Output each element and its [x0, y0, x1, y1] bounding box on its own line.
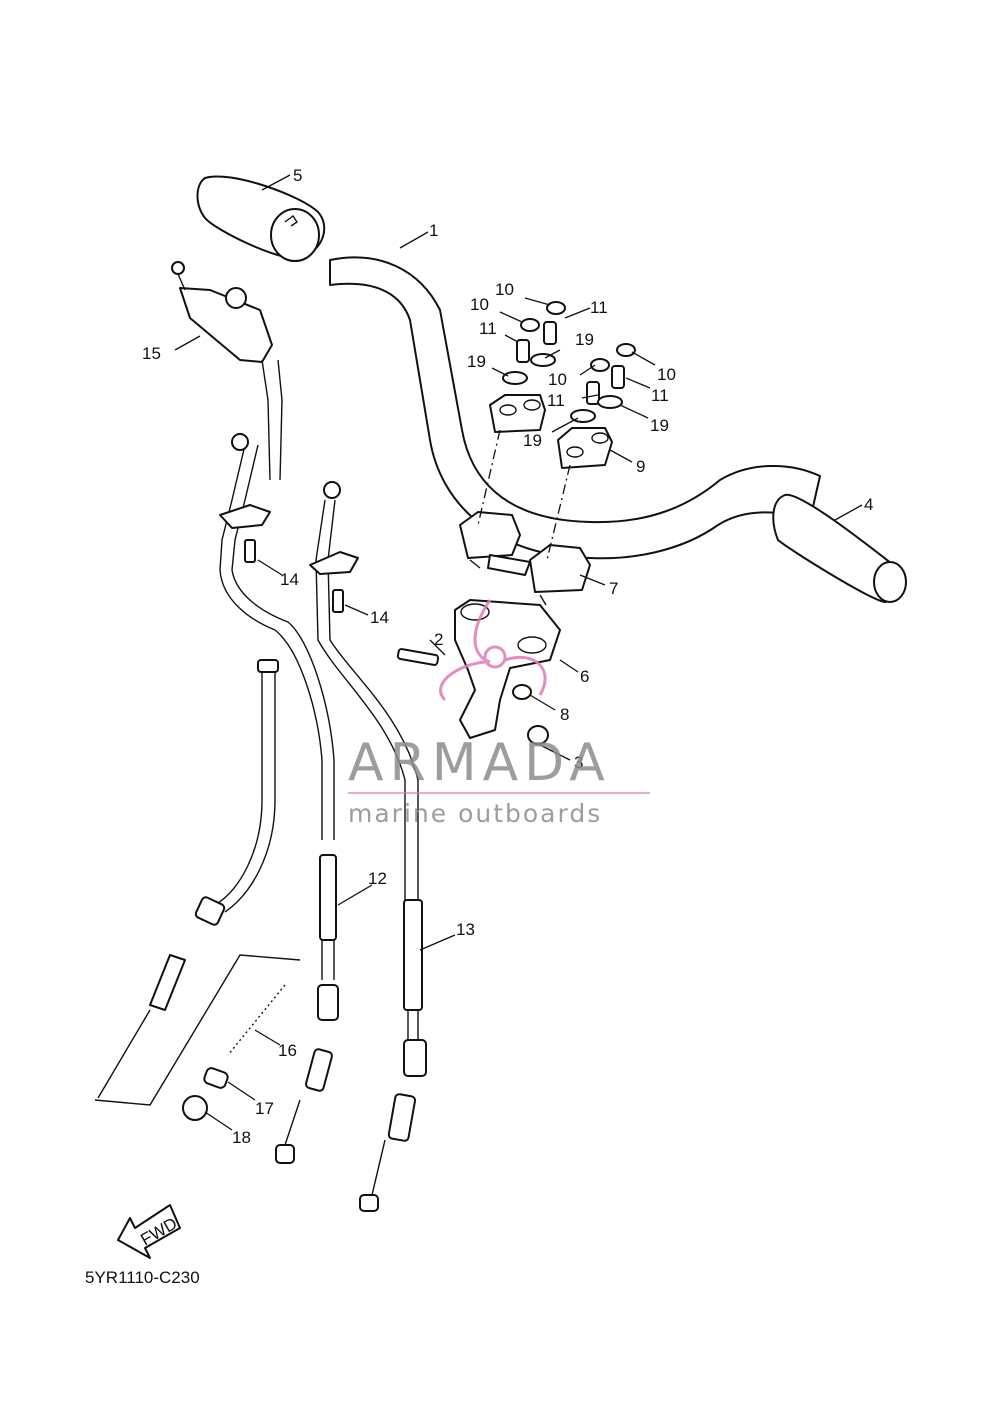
- part-label: 1: [429, 221, 438, 240]
- cable-lower-part: [94, 659, 301, 1106]
- part-label: 14: [280, 570, 299, 589]
- upper-holder-part: [489, 394, 613, 469]
- part-label: 11: [547, 391, 565, 410]
- part-label: 9: [636, 457, 645, 476]
- axis-line: [477, 429, 501, 526]
- bolts-washers-group: [502, 301, 636, 423]
- part-label: 4: [864, 495, 873, 514]
- lever-bracket-part: [396, 599, 561, 745]
- part-label: 10: [548, 370, 567, 389]
- part-label: 19: [467, 352, 486, 371]
- part-label: 8: [560, 705, 569, 724]
- leader-lines: [174, 174, 863, 1131]
- part-label: 19: [523, 431, 542, 450]
- part-label: 12: [368, 869, 387, 888]
- throttle-housing-part: [171, 261, 283, 481]
- part-label: 16: [278, 1041, 297, 1060]
- handlebar-part: [329, 256, 821, 560]
- part-label: 10: [470, 295, 489, 314]
- part-label: 18: [232, 1128, 251, 1147]
- watermark-brand: ARMADA: [348, 733, 611, 793]
- part-label: 15: [142, 344, 161, 363]
- left-grip-part: [196, 175, 326, 262]
- spring-collar-nut-part: [182, 984, 286, 1121]
- axis-line: [546, 464, 571, 561]
- adjusters-part: [219, 504, 359, 613]
- watermark: ARMADA marine outboards: [348, 599, 650, 828]
- part-label: 10: [495, 280, 514, 299]
- part-label: 11: [590, 298, 608, 317]
- part-label: 5: [293, 166, 302, 185]
- part-label: 11: [479, 319, 497, 338]
- part-labels: 1 2 3 4 5 6 7 8 9 10 10 10 10 11 11 11 1…: [142, 166, 873, 1147]
- armada-logo-icon: [439, 599, 547, 702]
- right-grip-part: [772, 493, 907, 603]
- part-label: 13: [456, 920, 475, 939]
- lower-holder-part: [459, 511, 591, 606]
- part-label: 2: [434, 630, 443, 649]
- watermark-tagline: marine outboards: [348, 799, 602, 828]
- part-label: 14: [370, 608, 389, 627]
- part-label: 19: [575, 330, 594, 349]
- part-label: 6: [580, 667, 589, 686]
- part-label: 3: [574, 753, 583, 772]
- cable-12-part: [219, 433, 339, 1164]
- part-label: 11: [651, 386, 669, 405]
- part-label: 19: [650, 416, 669, 435]
- part-label: 7: [609, 579, 618, 598]
- drawing-code: 5YR1110-C230: [85, 1268, 200, 1287]
- cable-13-part: [315, 481, 427, 1212]
- part-label: 10: [657, 365, 676, 384]
- fwd-arrow: FWD: [117, 1204, 181, 1259]
- part-label: 17: [255, 1099, 274, 1118]
